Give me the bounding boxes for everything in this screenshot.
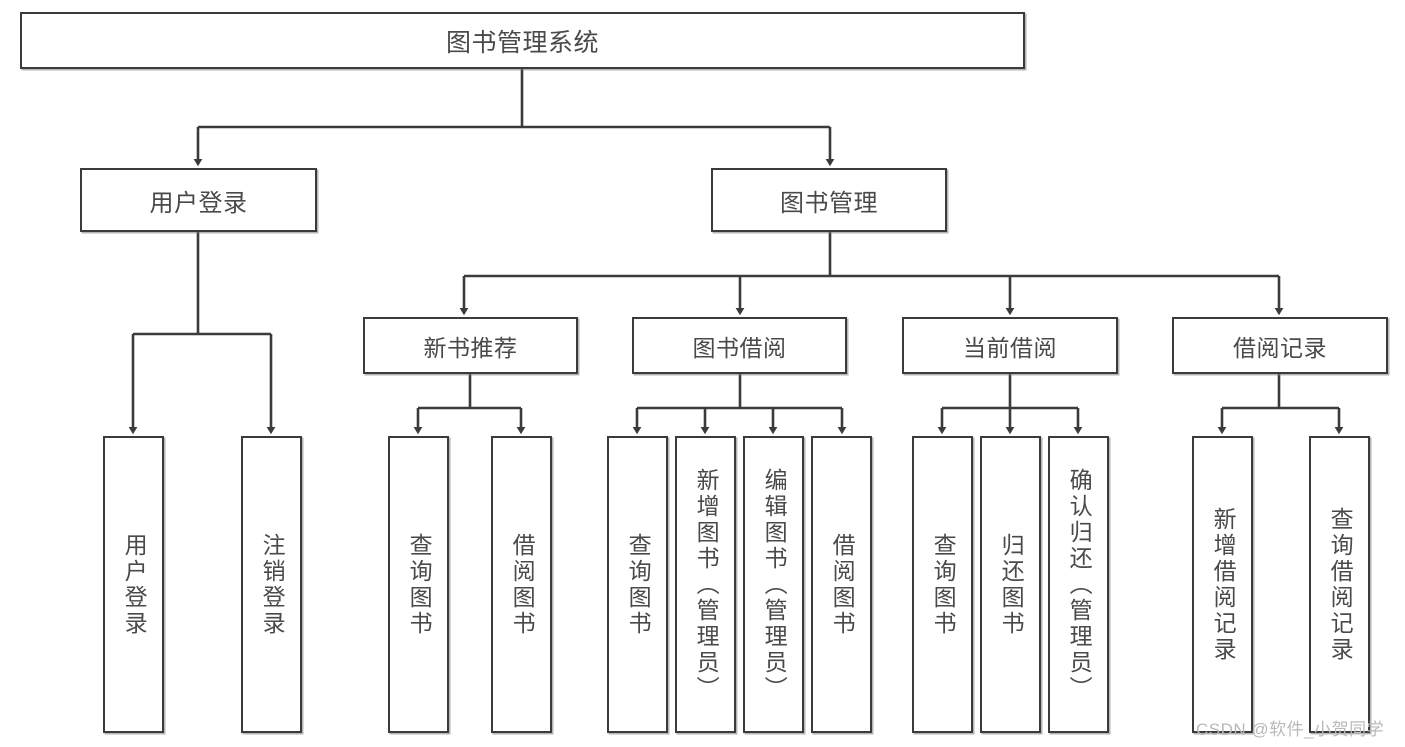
leaf-book-borrow-add[interactable]: 新增图书（管理员） [675, 436, 736, 733]
leaf-user-login-signout[interactable]: 注销登录 [241, 436, 302, 733]
node-book-borrow[interactable]: 图书借阅 [632, 317, 847, 374]
node-user-login-label: 用户登录 [149, 189, 248, 217]
leaf-new-book-query-label: 查询图书 [406, 532, 433, 637]
node-root-system-label: 图书管理系统 [445, 28, 599, 57]
node-user-login[interactable]: 用户登录 [80, 168, 317, 232]
node-book-management-label: 图书管理 [780, 189, 878, 217]
node-root-system[interactable]: 图书管理系统 [20, 12, 1025, 69]
leaf-book-borrow-edit[interactable]: 编辑图书（管理员） [743, 436, 804, 733]
leaf-user-login-signout-label: 注销登录 [259, 532, 286, 637]
leaf-current-borrow-query[interactable]: 查询图书 [912, 436, 973, 733]
leaf-book-borrow-query-label: 查询图书 [625, 532, 652, 637]
node-current-borrow[interactable]: 当前借阅 [902, 317, 1118, 374]
leaf-borrow-record-add-label: 新增借阅记录 [1210, 506, 1237, 663]
node-book-borrow-label: 图书借阅 [692, 334, 787, 361]
node-book-management[interactable]: 图书管理 [711, 168, 947, 232]
leaf-current-borrow-confirm-return[interactable]: 确认归还（管理员） [1048, 436, 1109, 733]
node-borrow-record[interactable]: 借阅记录 [1172, 317, 1388, 374]
leaf-user-login-signin-label: 用户登录 [121, 532, 148, 637]
node-new-book-recommend-label: 新书推荐 [423, 334, 518, 361]
node-borrow-record-label: 借阅记录 [1233, 334, 1327, 361]
leaf-current-borrow-return[interactable]: 归还图书 [980, 436, 1041, 733]
leaf-current-borrow-query-label: 查询图书 [930, 532, 957, 637]
leaf-current-borrow-return-label: 归还图书 [998, 532, 1025, 637]
leaf-user-login-signin[interactable]: 用户登录 [103, 436, 164, 733]
leaf-new-book-query[interactable]: 查询图书 [388, 436, 449, 733]
leaf-new-book-borrow[interactable]: 借阅图书 [491, 436, 552, 733]
leaf-book-borrow-add-label: 新增图书（管理员） [693, 467, 720, 702]
leaf-current-borrow-confirm-return-label: 确认归还（管理员） [1066, 467, 1093, 702]
csdn-watermark: CSDN @软件_小贺同学 [1196, 720, 1385, 739]
leaf-new-book-borrow-label: 借阅图书 [509, 532, 536, 637]
leaf-borrow-record-query-label: 查询借阅记录 [1327, 506, 1354, 663]
leaf-book-borrow-borrow[interactable]: 借阅图书 [811, 436, 872, 733]
node-current-borrow-label: 当前借阅 [963, 334, 1057, 361]
leaf-book-borrow-edit-label: 编辑图书（管理员） [761, 467, 788, 702]
leaf-book-borrow-query[interactable]: 查询图书 [607, 436, 668, 733]
leaf-borrow-record-query[interactable]: 查询借阅记录 [1309, 436, 1370, 733]
node-new-book-recommend[interactable]: 新书推荐 [363, 317, 578, 374]
leaf-book-borrow-borrow-label: 借阅图书 [829, 532, 856, 637]
leaf-borrow-record-add[interactable]: 新增借阅记录 [1192, 436, 1253, 733]
